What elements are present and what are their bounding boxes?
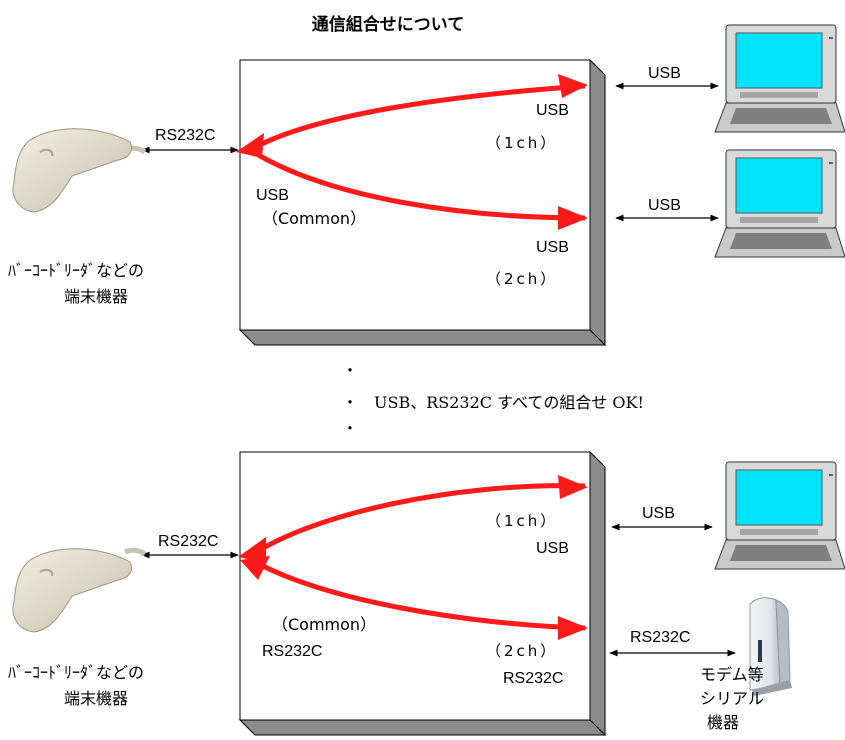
modem-icon xyxy=(749,597,792,696)
bottom-device-label-line1: ﾊﾞｰｺｰﾄﾞﾘｰﾀﾞなどの xyxy=(8,663,144,682)
top-pc2-link-label: USB xyxy=(648,197,681,214)
bottom-port2-label: RS232C xyxy=(503,670,563,687)
top-section: USB （1ch） USB （Common） USB （2ch） RS232C … xyxy=(8,24,845,347)
bottom-laptop-icon xyxy=(714,461,845,570)
bottom-port1-label: USB xyxy=(536,540,569,557)
top-arrowhead-2ch xyxy=(558,206,588,230)
bottom-modem-link-label: RS232C xyxy=(630,629,690,646)
bottom-section: （1ch） USB （Common） RS232C （2ch） RS232C R… xyxy=(8,450,845,737)
bottom-scanner-link-label: RS232C xyxy=(158,533,218,550)
bottom-barcode-scanner-icon xyxy=(12,547,147,633)
top-arrowhead-left xyxy=(236,133,264,158)
bottom-common-label: RS232C xyxy=(262,643,322,660)
bottom-port1-sub: （1ch） xyxy=(486,512,558,530)
top-device-label-line2: 端末機器 xyxy=(64,287,128,306)
top-common-label: USB xyxy=(256,187,289,204)
note-text: ・ USB、RS232C すべての組合せ OK! xyxy=(342,393,644,412)
bottom-red-arrows xyxy=(250,483,586,631)
page-title: 通信組合せについて xyxy=(312,14,465,35)
top-red-arrows xyxy=(248,83,586,221)
note-dot-1: ・ xyxy=(342,361,358,380)
top-barcode-scanner-icon xyxy=(12,128,147,213)
bottom-pc-link-label: USB xyxy=(642,505,675,522)
bottom-arrowhead-left-2 xyxy=(240,556,270,580)
top-scanner-link-label: RS232C xyxy=(155,127,215,144)
note-dot-3: ・ xyxy=(342,419,358,438)
bottom-port2-sub: （2ch） xyxy=(486,642,558,660)
bottom-device-label-line2: 端末機器 xyxy=(64,689,128,708)
top-pc1-link-label: USB xyxy=(648,65,681,82)
top-device-label-line1: ﾊﾞｰｺｰﾄﾞﾘｰﾀﾞなどの xyxy=(8,261,144,280)
bottom-arrowhead-left-1 xyxy=(238,537,266,563)
combination-note: ・ ・ USB、RS232C すべての組合せ OK! ・ xyxy=(342,361,644,438)
top-arrowhead-1ch xyxy=(558,74,588,98)
bottom-common-sub: （Common） xyxy=(272,615,376,634)
modem-label-line2: シリアル xyxy=(700,689,764,708)
modem-label-line1: モデム等 xyxy=(700,665,764,684)
bottom-arrowhead-1ch xyxy=(558,475,588,499)
top-port2-sub: （2ch） xyxy=(486,270,558,288)
top-port2-label: USB xyxy=(536,239,569,256)
top-port1-sub: （1ch） xyxy=(486,134,558,152)
bottom-device-box xyxy=(238,450,607,737)
modem-label-line3: 機器 xyxy=(707,713,739,732)
top-port1-label: USB xyxy=(536,102,569,119)
bottom-arrowhead-2ch xyxy=(558,616,588,640)
top-common-sub: （Common） xyxy=(262,209,366,228)
top-laptop-1-icon xyxy=(714,24,845,133)
top-laptop-2-icon xyxy=(714,149,845,258)
